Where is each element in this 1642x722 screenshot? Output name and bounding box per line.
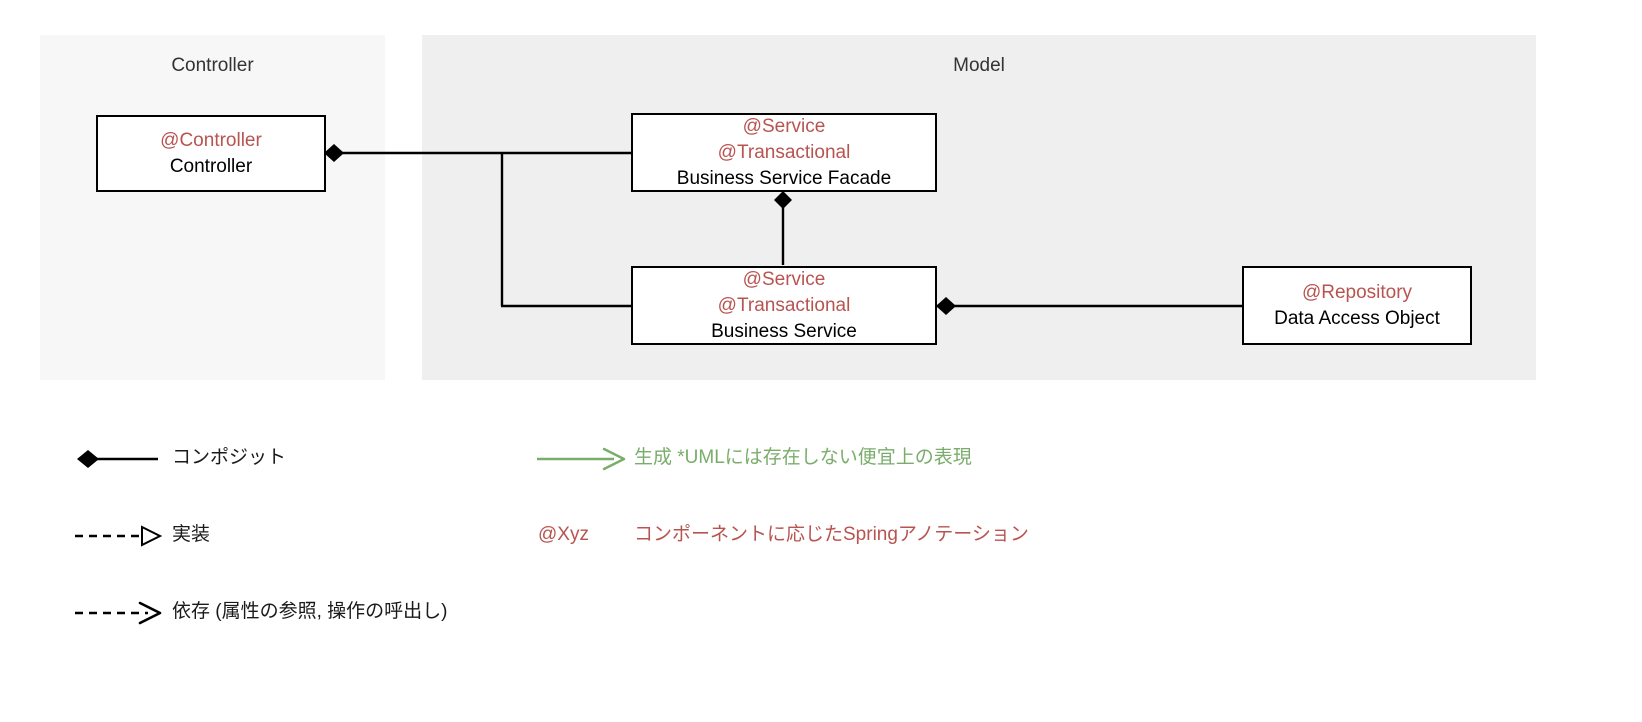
- legend-label-generate: 生成 *UMLには存在しない便宜上の表現: [634, 447, 972, 468]
- legend-label-composite: コンポジット: [172, 447, 287, 468]
- legend-label-dependency: 依存 (属性の参照, 操作の呼出し): [172, 601, 448, 622]
- box-controller-class[interactable]: @Controller Controller: [96, 115, 326, 192]
- legend-label-annotation: コンポーネントに応じたSpringアノテーション: [634, 524, 1029, 545]
- box-facade-annotation-1: @Transactional: [717, 141, 851, 163]
- box-dao-annotation-0: @Repository: [1301, 281, 1413, 303]
- box-controller-name: Controller: [169, 155, 253, 177]
- legend-label-realization: 実装: [172, 524, 211, 545]
- panel-controller: Controller: [40, 35, 385, 380]
- panel-controller-title: Controller: [171, 55, 254, 76]
- box-service-annotation-0: @Service: [742, 268, 826, 290]
- box-business-service-facade[interactable]: @Service @Transactional Business Service…: [631, 113, 937, 192]
- box-controller-annotation-0: @Controller: [160, 129, 262, 151]
- legend-key-dependency: [70, 599, 165, 627]
- box-facade-annotation-0: @Service: [742, 115, 826, 137]
- legend-token-annotation: @Xyz: [538, 524, 589, 545]
- box-dao-name: Data Access Object: [1274, 307, 1440, 329]
- legend-key-generate: [534, 445, 634, 473]
- box-data-access-object[interactable]: @Repository Data Access Object: [1242, 266, 1472, 345]
- box-business-service[interactable]: @Service @Transactional Business Service: [631, 266, 937, 345]
- legend-key-realization: [70, 522, 165, 550]
- panel-model-title: Model: [953, 55, 1005, 76]
- box-service-annotation-1: @Transactional: [717, 294, 851, 316]
- legend-key-composite: [70, 445, 165, 473]
- box-service-name: Business Service: [711, 320, 857, 342]
- box-facade-name: Business Service Facade: [676, 167, 892, 189]
